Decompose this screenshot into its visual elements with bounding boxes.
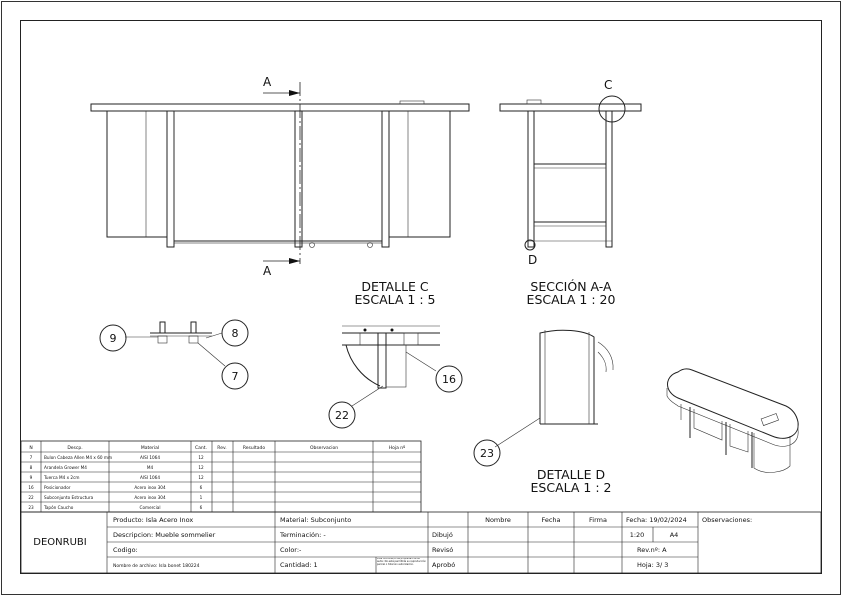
- balloon-9-circle: [99, 324, 127, 352]
- bom-cell: 8: [30, 465, 33, 470]
- front-left-cabinet: [106, 110, 168, 238]
- balloon-22: 22: [335, 409, 349, 422]
- balloon-22-circle: [328, 401, 356, 429]
- detail-d-view: 23: [473, 329, 614, 467]
- tb-terminacion: Terminación: -: [279, 531, 326, 539]
- title-block: DEONRUBI Producto: Isla Acero Inox Descr…: [20, 511, 822, 574]
- balloon-7-circle: [221, 362, 249, 390]
- bom-cell: 6: [200, 505, 203, 510]
- tb-col-firma: Firma: [589, 516, 607, 524]
- tb-observaciones: Observaciones:: [702, 516, 752, 524]
- section-label-bottom: A: [263, 264, 272, 278]
- tb-hoja: Hoja: 3/ 3: [637, 561, 668, 569]
- balloon-16: 16: [442, 373, 456, 386]
- bom-header-hoja: Hoja nº: [389, 445, 406, 451]
- bom-header-rev: Rev.: [217, 445, 226, 451]
- bom-cell: 1: [200, 495, 203, 500]
- balloon-23-circle: [473, 439, 501, 467]
- section-title: SECCIÓN A-A: [530, 279, 612, 294]
- front-view: [90, 100, 470, 248]
- inner-frame: [20, 20, 822, 574]
- detail-c-view: 16 22: [328, 325, 463, 429]
- detail-d-title: DETALLE D: [537, 467, 605, 482]
- balloon-16-circle: [435, 365, 463, 393]
- tb-row-dibujo: Dibujó: [432, 531, 453, 539]
- bom-header-cant: Cant.: [195, 445, 207, 451]
- bom-cell: Posicionador: [44, 485, 71, 490]
- company-name: DEONRUBI: [33, 537, 86, 548]
- tb-row-reviso: Revisó: [432, 546, 453, 554]
- bom-table: N Descp. Material Cant. Rev. Resultado O…: [20, 440, 422, 513]
- bom-cell: 12: [198, 455, 204, 460]
- tb-fine-print: Este documento es propiedad de su autor.…: [377, 558, 426, 566]
- balloon-23: 23: [480, 447, 494, 460]
- bom-cell: 12: [198, 475, 204, 480]
- section-label-top: A: [263, 75, 272, 89]
- bom-cell: Tuerca M4 x 2cm: [43, 475, 79, 480]
- tb-formato: A4: [670, 531, 679, 539]
- isometric-view: [666, 368, 799, 473]
- section-cut-a: A A: [263, 75, 301, 278]
- balloon-7: 7: [232, 370, 239, 383]
- bom-header-material: Material: [141, 445, 159, 451]
- tb-col-fecha: Fecha: [541, 516, 560, 524]
- front-center-frame: [173, 110, 383, 244]
- front-right-cabinet: [388, 110, 451, 238]
- bom-cell: 12: [198, 465, 204, 470]
- bom-cell: M4: [147, 465, 154, 470]
- bom-cell: 9: [30, 475, 33, 480]
- section-scale: ESCALA 1 : 20: [527, 292, 616, 307]
- balloon-8-circle: [221, 319, 249, 347]
- bom-cell: Tapón Caucho: [43, 505, 74, 510]
- bom-cell: Comercial: [140, 505, 161, 510]
- tb-archivo: Nombre de archivo: Isla bonet 180224: [113, 563, 200, 569]
- tb-revision: Rev.nº: A: [637, 546, 667, 554]
- bolt-assembly-view: 9 8 7: [99, 319, 249, 390]
- detail-c-circle: [598, 95, 626, 123]
- tb-row-aprobo: Aprobó: [432, 561, 455, 569]
- bom-header-resultado: Resultado: [243, 445, 266, 451]
- bom-header-observacion: Observacion: [310, 445, 338, 451]
- detail-d-circle: [524, 239, 536, 251]
- detail-d-marker: D: [528, 253, 537, 267]
- bom-cell: AISI 1064: [140, 455, 160, 460]
- tb-producto: Producto: Isla Acero Inox: [113, 516, 193, 524]
- tb-col-nombre: Nombre: [485, 516, 511, 524]
- bom-rows: 7 Bulon Cabeza Allen M4 x 60 mm AISI 1064 1…: [28, 455, 204, 510]
- bom-header-descp: Descp.: [67, 445, 82, 451]
- detail-c-title: DETALLE C: [361, 279, 429, 294]
- balloon-8: 8: [232, 327, 239, 340]
- tb-fecha: Fecha: 19/02/2024: [626, 516, 687, 524]
- balloon-9: 9: [110, 332, 117, 345]
- detail-d-scale: ESCALA 1 : 2: [531, 480, 612, 495]
- bom-cell: 23: [28, 505, 34, 510]
- tb-cantidad: Cantidad: 1: [280, 561, 318, 569]
- bom-cell: 7: [30, 455, 33, 460]
- tb-color: Color:-: [280, 546, 302, 554]
- tb-escala: 1:20: [630, 531, 645, 539]
- detail-c-marker: C: [604, 78, 612, 92]
- detail-c-scale: ESCALA 1 : 5: [355, 292, 436, 307]
- bom-header-n: N: [29, 445, 32, 451]
- bom-cell: Subconjunto Estructura: [44, 495, 94, 500]
- bom-cell: Arandela Grower M4: [44, 465, 87, 470]
- bom-cell: 22: [28, 495, 34, 500]
- bom-cell: 16: [28, 485, 34, 490]
- section-a-view: C D: [499, 78, 642, 267]
- bom-cell: AISI 1064: [140, 475, 160, 480]
- bom-cell: Bulon Cabeza Allen M4 x 60 mm: [44, 455, 112, 460]
- tb-descripcion: Descripcion: Mueble sommelier: [113, 531, 216, 539]
- bom-cell: Acero inox 304: [134, 485, 166, 490]
- front-countertop: [90, 103, 470, 112]
- tb-codigo: Codigo:: [113, 546, 138, 554]
- bom-cell: 6: [200, 485, 203, 490]
- bom-cell: Acero inox 304: [134, 495, 166, 500]
- tb-material: Material: Subconjunto: [280, 516, 351, 524]
